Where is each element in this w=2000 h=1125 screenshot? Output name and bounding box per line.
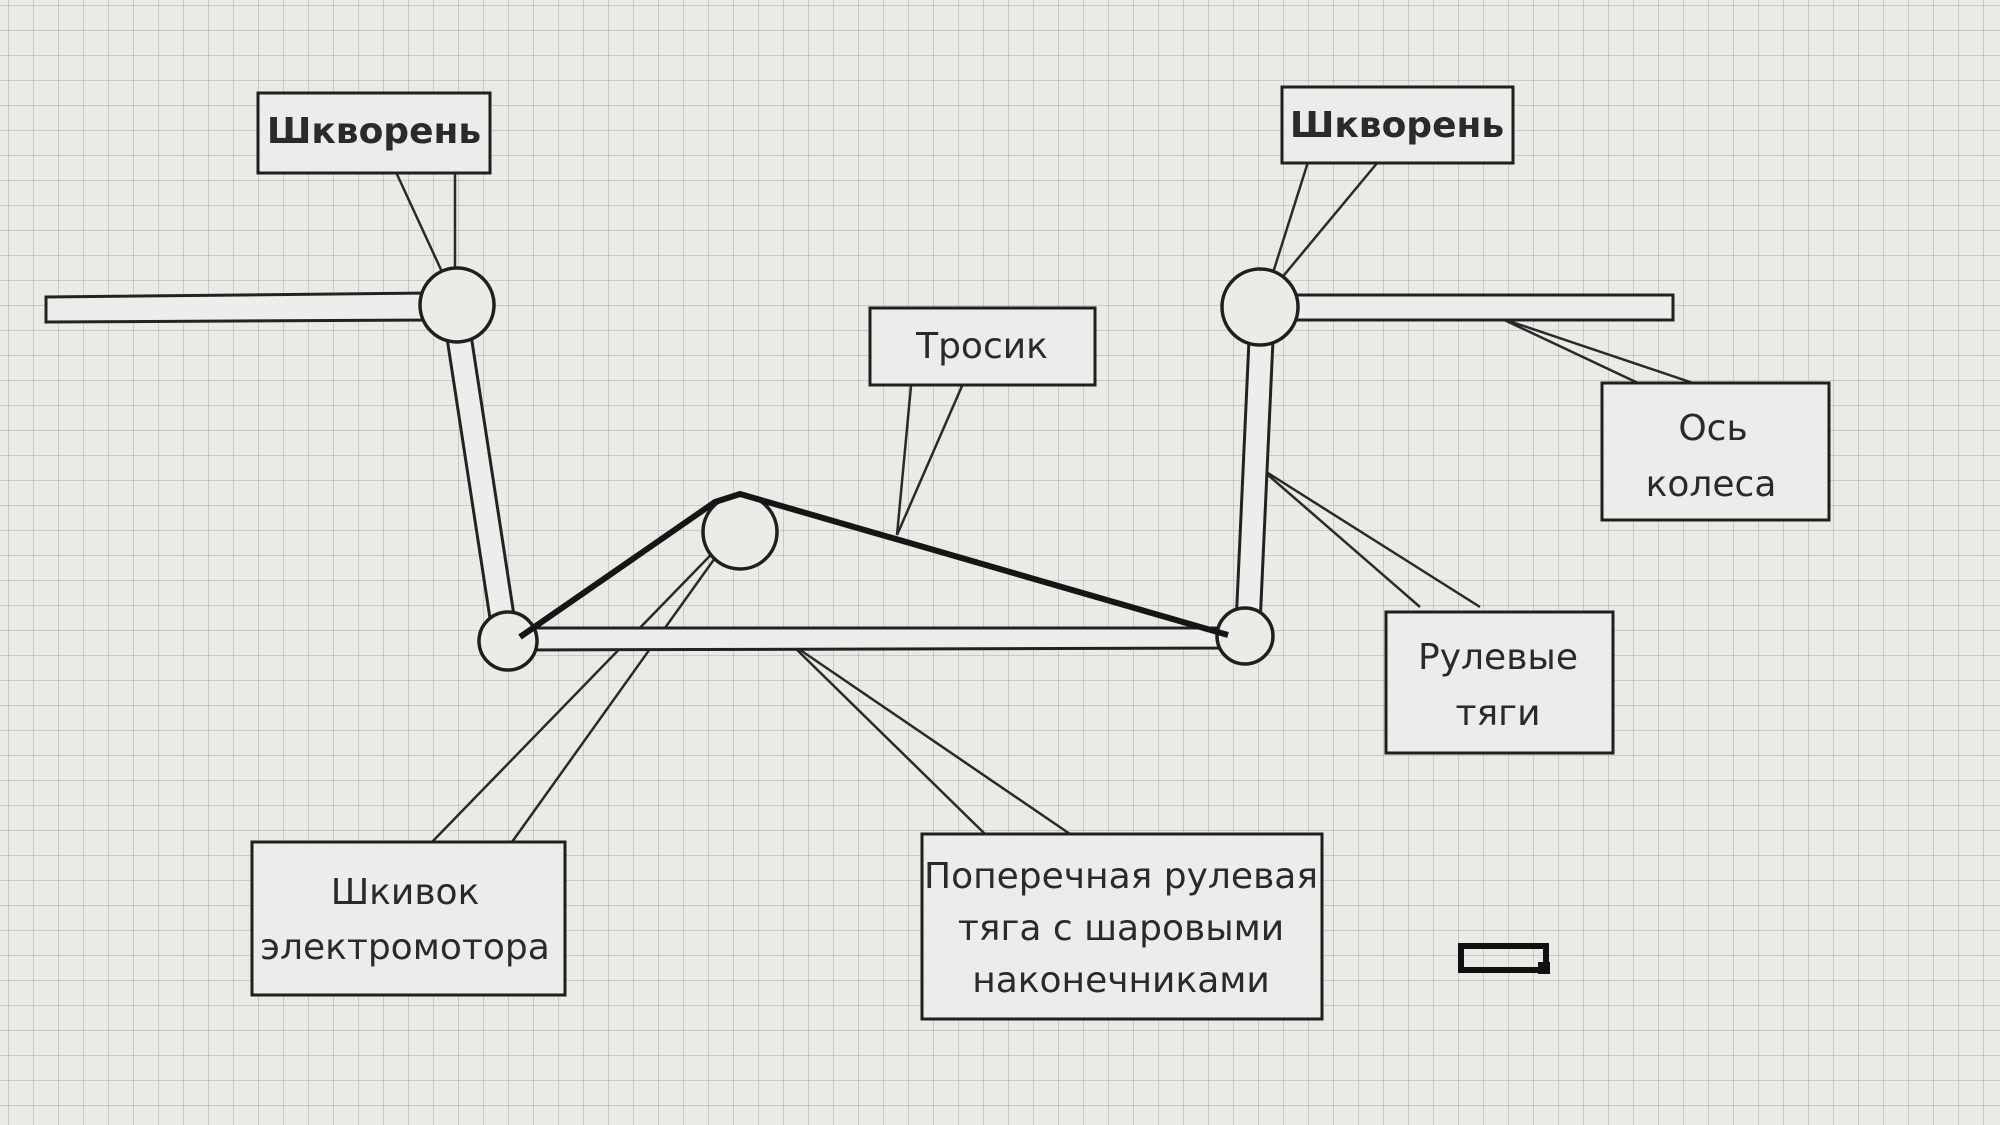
left-steering-arm [445,333,519,640]
right-kingpin-joint [1220,267,1300,347]
right-ball-joint [1215,606,1275,666]
right-wheel-axle [1293,293,1675,322]
tie-rod-beam [518,626,1232,652]
left-kingpin-joint [418,266,496,344]
pointer-tie-rod [789,641,1071,836]
right-steering-arm [1234,338,1275,627]
cable [518,490,1229,640]
label-tie-rod-line2: тяга с шаровыми [958,908,1284,949]
callout-cable: Тросик [868,306,1097,387]
callout-motor-pulley: Шкивок электромотора [250,840,567,997]
cell-cursor-icon [1458,943,1550,974]
label-cable: Тросик [915,326,1048,367]
label-kingpin-left: Шкворень [267,111,481,152]
callout-steering-rods: Рулевые тяги [1384,610,1615,755]
label-tie-rod: Поперечная рулевая [924,856,1318,897]
label-steering-rods: Рулевые [1418,637,1578,678]
left-ball-joint [477,610,539,672]
label-wheel-axle: Ось [1678,408,1747,449]
label-tie-rod-line3: наконечниками [972,960,1270,1001]
callout-kingpin-right: Шкворень [1280,85,1515,165]
label-motor-pulley: Шкивок [331,872,480,913]
pointer-steering-rods [1259,466,1481,609]
pointer-wheel-axle [1499,316,1694,385]
left-wheel-axle [44,291,432,324]
callout-wheel-axle: Ось колеса [1600,381,1831,522]
pointer-cable [895,385,964,536]
label-wheel-axle-line2: колеса [1646,464,1777,505]
pointer-motor-pulley [431,529,737,843]
callout-tie-rod: Поперечная рулевая тяга с шаровыми након… [920,832,1324,1021]
callout-kingpin-left: Шкворень [256,91,492,175]
label-motor-pulley-line2: электромотора [260,927,550,968]
label-kingpin-right: Шкворень [1290,105,1504,146]
label-steering-rods-line2: тяги [1456,693,1541,734]
mechanism [44,266,1675,672]
